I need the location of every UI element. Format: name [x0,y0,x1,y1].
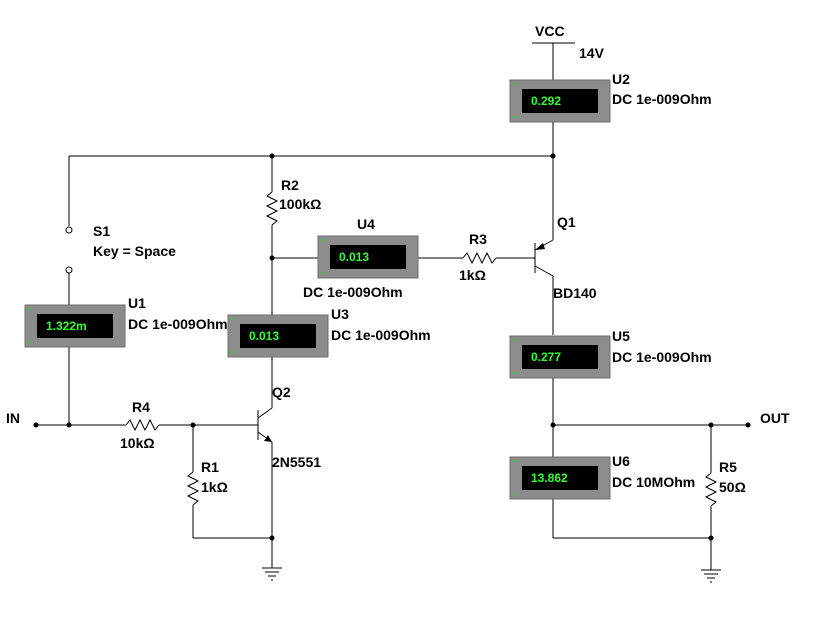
switch-s1: S1 Key = Space [65,156,176,305]
meter-u5-mode: DC 1e-009Ohm [612,349,712,365]
meter-u1-mode: DC 1e-009Ohm [128,316,228,332]
meter-u4-mode: DC 1e-009Ohm [303,284,403,300]
resistor-r2-branch: R2 100kΩ [265,156,321,315]
meter-u6[interactable]: 13.862 U6 DC 10MOhm [509,453,695,500]
meter-u6-mode: DC 10MOhm [612,474,695,490]
resistor-r3-branch: R3 1kΩ [418,231,535,283]
resistor-r1-branch: R1 1kΩ [186,425,272,539]
s1-key: Key = Space [93,243,176,259]
in-port-label: IN [6,410,20,426]
r2-value: 100kΩ [279,196,321,212]
r4-ref: R4 [132,399,150,415]
resistor-r5-branch: R5 50Ω [552,425,746,570]
transistor-q2: Q2 2N5551 [252,357,321,568]
meter-u1-reading: 1.322m [46,319,87,333]
meter-u5-reading: 0.277 [531,350,561,364]
r5-value: 50Ω [719,479,746,495]
r1-ref: R1 [201,459,219,475]
r3-ref: R3 [469,231,487,247]
ground-symbol-left [262,567,282,581]
top-rail [69,122,556,159]
meter-u5-ref: U5 [612,328,630,344]
meter-u2-ref: U2 [612,71,630,87]
vcc-supply: VCC 14V [532,23,605,82]
meter-u1[interactable]: 1.322m U1 DC 1e-009Ohm [24,295,228,348]
meter-u2[interactable]: 0.292 U2 DC 1e-009Ohm [509,71,712,123]
q1-ref: Q1 [557,214,576,230]
meter-u2-mode: DC 1e-009Ohm [612,91,712,107]
resistor-r4 [125,418,160,432]
output-node: OUT [550,378,790,457]
meter-u3-reading: 0.013 [249,329,279,343]
q2-model: 2N5551 [272,454,321,470]
s1-ref: S1 [93,223,110,239]
meter-u3[interactable]: 0.013 U3 DC 1e-009Ohm [227,306,431,358]
r4-value: 10kΩ [120,435,155,451]
resistor-r3 [462,251,497,265]
meter-u2-reading: 0.292 [531,94,561,108]
meter-u5[interactable]: 0.277 U5 DC 1e-009Ohm [509,328,712,379]
r5-ref: R5 [719,459,737,475]
r1-value: 1kΩ [201,479,228,495]
ground-symbol-right [701,569,721,583]
input-line: IN R4 10kΩ [6,399,252,451]
meter-u4[interactable]: 0.013 U4 DC 1e-009Ohm [303,216,419,300]
meter-u6-ref: U6 [612,453,630,469]
out-port-label: OUT [760,410,790,426]
resistor-r2 [265,191,279,226]
r2-ref: R2 [281,177,299,193]
meter-u4-reading: 0.013 [339,250,369,264]
resistor-r5 [704,472,718,507]
vcc-voltage: 14V [579,45,605,61]
resistor-r1 [186,471,200,506]
transistor-q1: Q1 BD140 [534,156,597,335]
vcc-label: VCC [535,23,565,39]
meter-u1-ref: U1 [128,295,146,311]
q1-model: BD140 [553,285,597,301]
q2-ref: Q2 [272,384,291,400]
r3-value: 1kΩ [459,267,486,283]
meter-u4-ref: U4 [357,216,375,232]
meter-u6-reading: 13.862 [531,471,568,485]
meter-u3-mode: DC 1e-009Ohm [331,327,431,343]
meter-u3-ref: U3 [331,306,349,322]
